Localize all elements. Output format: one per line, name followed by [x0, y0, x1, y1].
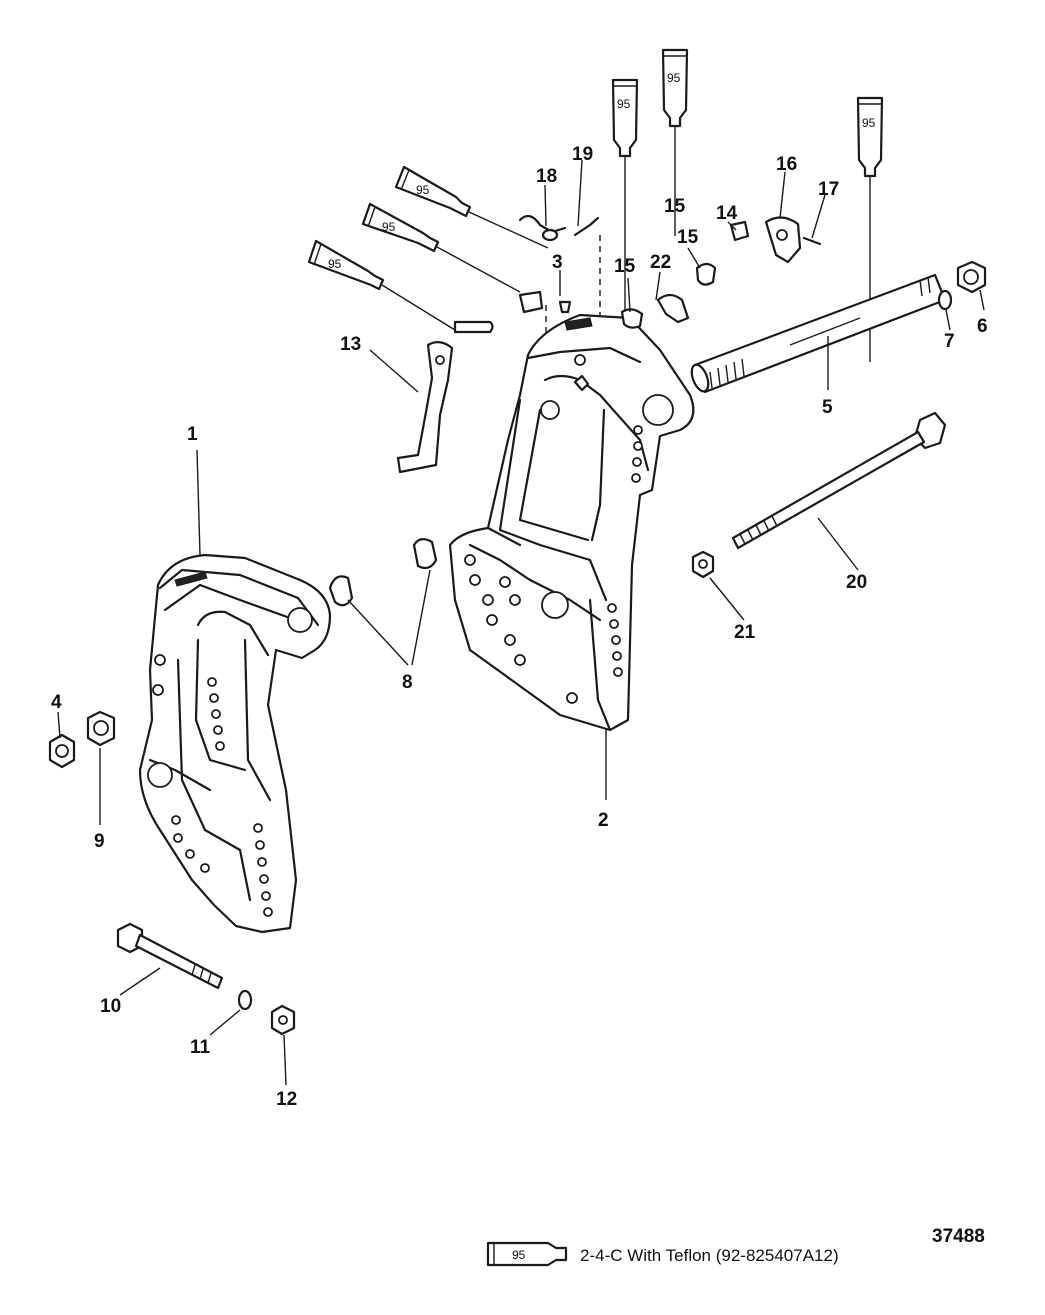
lubricant-tube: 95 — [856, 96, 884, 362]
callout-16: 16 — [776, 154, 797, 175]
hex-nut — [691, 550, 715, 579]
washer — [237, 989, 253, 1011]
long-bolt — [731, 411, 947, 550]
callout-7: 7 — [944, 331, 955, 352]
callout-6: 6 — [977, 316, 988, 337]
hex-nut — [956, 260, 987, 294]
hex-nut — [48, 733, 76, 769]
clamp-bracket — [138, 553, 332, 934]
callout-11: 11 — [190, 1037, 211, 1058]
hex-nut — [86, 710, 116, 747]
callout-19: 19 — [572, 144, 593, 165]
lubricant-tube: 95 — [661, 48, 689, 236]
tube-label: 95 — [416, 183, 430, 197]
short-bolt — [116, 922, 224, 990]
tilt-lever — [396, 320, 494, 474]
callout-20: 20 — [846, 572, 867, 593]
legend-text: 2-4-C With Teflon (92-825407A12) — [580, 1246, 839, 1265]
callout-21: 21 — [734, 622, 756, 643]
callout-10: 10 — [100, 996, 121, 1017]
callout-1: 1 — [187, 424, 198, 445]
callout-12: 12 — [276, 1089, 297, 1110]
bushing — [695, 262, 717, 286]
callout-15-a: 15 — [614, 256, 636, 277]
legend: 95 2-4-C With Teflon (92-825407A12) — [486, 1241, 839, 1267]
washer — [729, 220, 750, 242]
callout-15-c: 15 — [664, 196, 686, 217]
lubricant-tube: 95 — [394, 165, 549, 249]
grease-fitting — [558, 300, 572, 314]
lubricant-tube: 95 — [611, 78, 639, 318]
bushing — [518, 290, 544, 314]
tube-label: 95 — [617, 97, 631, 111]
callout-2: 2 — [598, 810, 609, 831]
latch-plate — [764, 216, 802, 264]
leader-lines — [57, 159, 985, 1086]
washer — [937, 289, 953, 311]
clip — [656, 293, 690, 324]
callout-18: 18 — [536, 166, 557, 187]
swivel-bracket — [448, 313, 695, 732]
lubricant-tube-icon — [486, 1241, 568, 1267]
cotter-pin — [802, 236, 822, 246]
legend-tube-label: 95 — [512, 1248, 526, 1262]
lubricant-tube: 95 — [361, 202, 521, 293]
bushing — [620, 308, 644, 329]
tube-label: 95 — [862, 116, 876, 130]
callout-14: 14 — [716, 203, 738, 224]
callout-13: 13 — [340, 334, 361, 355]
callout-3: 3 — [552, 252, 563, 273]
callout-15-b: 15 — [677, 227, 699, 248]
callout-8: 8 — [402, 672, 413, 693]
callout-22: 22 — [650, 252, 671, 273]
callout-4: 4 — [51, 692, 62, 713]
bushing — [328, 538, 438, 607]
tube-label: 95 — [328, 257, 342, 271]
hex-nut — [270, 1004, 296, 1036]
callout-5: 5 — [822, 397, 833, 418]
figure-number: 37488 — [932, 1226, 985, 1247]
tilt-tube — [690, 273, 947, 394]
callout-17: 17 — [818, 179, 839, 200]
lubricant-tube: 95 — [307, 239, 456, 331]
tube-label: 95 — [382, 220, 396, 234]
spring-and-pin — [518, 214, 600, 242]
callout-9: 9 — [94, 831, 105, 852]
tube-label: 95 — [667, 71, 681, 85]
